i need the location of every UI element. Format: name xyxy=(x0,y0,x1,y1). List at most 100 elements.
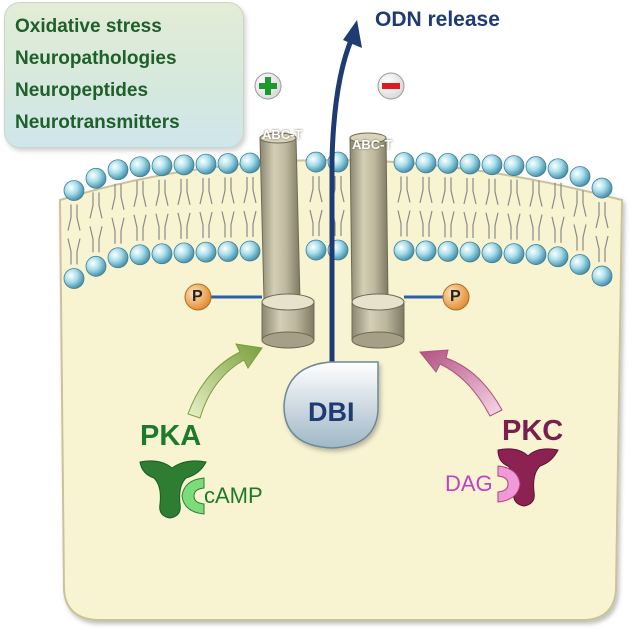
lipid-tail xyxy=(507,213,521,240)
lipid-head xyxy=(525,244,547,265)
camp-molecule xyxy=(181,477,205,515)
lipid-tail xyxy=(551,216,565,243)
lipid-tail xyxy=(155,179,169,206)
lipid-tail xyxy=(89,226,103,253)
lipid-head xyxy=(305,151,327,173)
lipid-tail xyxy=(133,214,147,241)
lipid-tail xyxy=(89,192,103,219)
left-transporter-barrel-top xyxy=(261,293,315,311)
lipid-tail xyxy=(111,183,125,210)
lipid-tail xyxy=(155,213,169,240)
lipid-tail xyxy=(67,238,81,265)
lipid-head xyxy=(151,243,173,265)
negative-regulation-sign xyxy=(377,72,405,100)
lipid-head xyxy=(437,152,459,174)
lipid-head xyxy=(569,166,591,187)
right-abc-t-label: ABC-T xyxy=(352,137,393,152)
lipid-head xyxy=(415,152,437,174)
lipid-tail xyxy=(221,211,235,238)
lipid-tail xyxy=(595,202,609,229)
membrane-lipid-heads xyxy=(63,151,613,289)
lipid-tail xyxy=(507,179,521,206)
odn-release-arrow xyxy=(329,37,355,385)
membrane-lipid-tails xyxy=(67,176,609,265)
lipid-head xyxy=(107,159,129,181)
right-transporter-top-cap xyxy=(349,132,387,144)
lipid-tail xyxy=(573,190,587,217)
lipid-head xyxy=(591,177,613,199)
lipid-tail xyxy=(177,212,191,239)
pkc-activation-arrow xyxy=(419,349,503,417)
left-phospho-circle xyxy=(184,283,212,311)
lipid-head xyxy=(503,243,525,265)
lipid-tail xyxy=(177,178,191,206)
stimulus-neuropathologies: Neuropathologies xyxy=(15,48,177,69)
lipid-tail xyxy=(419,176,433,204)
lipid-head xyxy=(239,152,261,174)
right-transporter-barrel-top xyxy=(351,293,405,311)
lipid-tail xyxy=(595,235,609,263)
pkc-label: PKC xyxy=(502,415,564,447)
lipid-head xyxy=(415,240,437,262)
lipid-head xyxy=(503,155,525,177)
lipid-head xyxy=(63,268,85,289)
stimulus-neurotransmitters: Neurotransmitters xyxy=(15,112,180,133)
lipid-tail xyxy=(485,212,499,239)
lipid-tail xyxy=(551,182,565,209)
odn-release-label: ODN release xyxy=(375,8,500,31)
left-transporter-barrel-bottom xyxy=(261,331,315,349)
right-abc-transporter xyxy=(349,132,405,349)
camp-label: cAMP xyxy=(204,483,263,508)
stimulus-neuropeptides: Neuropeptides xyxy=(15,80,149,101)
pka-label: PKA xyxy=(140,420,202,452)
lipid-head xyxy=(569,254,591,275)
lipid-tail xyxy=(199,178,213,205)
lipid-tail xyxy=(529,214,543,241)
lipid-head xyxy=(393,152,415,173)
positive-regulation-sign xyxy=(254,72,282,100)
left-transporter-upper-tube xyxy=(259,137,301,301)
stimuli-box: Oxidative stress Neuropathologies Neurop… xyxy=(4,2,244,148)
lipid-head xyxy=(173,242,195,264)
lipid-tail xyxy=(199,212,213,239)
lipid-head xyxy=(195,153,217,175)
lipid-tail xyxy=(441,177,455,204)
lipid-tail xyxy=(67,204,81,231)
pka-activation-arrow xyxy=(187,343,263,419)
lipid-head xyxy=(107,247,129,269)
lipid-tail xyxy=(111,217,125,244)
dbi-droplet xyxy=(283,361,379,449)
left-abc-t-label: ABC-T xyxy=(262,127,303,142)
left-phospho-label: P xyxy=(192,288,203,305)
dbi-label: DBI xyxy=(308,397,355,427)
lipid-tail xyxy=(243,176,257,204)
lipid-tail xyxy=(573,224,587,251)
lipid-head xyxy=(547,158,569,180)
right-transporter-barrel-bottom xyxy=(351,331,405,349)
lipid-head xyxy=(547,246,569,268)
right-transporter-upper-tube xyxy=(349,137,389,301)
lipid-head xyxy=(481,154,503,176)
lipid-head xyxy=(459,153,481,175)
lipid-tail xyxy=(529,180,543,207)
lipid-head xyxy=(525,156,547,177)
lipid-head xyxy=(85,167,107,189)
lipid-tail xyxy=(397,176,411,203)
lipid-head xyxy=(63,180,85,201)
lipid-head xyxy=(129,244,151,266)
lipid-head xyxy=(305,239,327,261)
left-transporter-top-cap xyxy=(259,132,297,144)
lipid-tail xyxy=(397,210,411,237)
lipid-tail xyxy=(309,176,323,203)
lipid-head xyxy=(481,242,503,264)
lipid-tail xyxy=(221,177,235,204)
lipid-tail xyxy=(441,211,455,238)
odn-release-arrowhead xyxy=(343,20,362,48)
pka-enzyme xyxy=(139,460,207,519)
lipid-head xyxy=(217,153,239,174)
left-abc-transporter xyxy=(259,132,315,349)
right-phospho-label: P xyxy=(450,288,461,305)
lipid-tail xyxy=(463,211,477,239)
